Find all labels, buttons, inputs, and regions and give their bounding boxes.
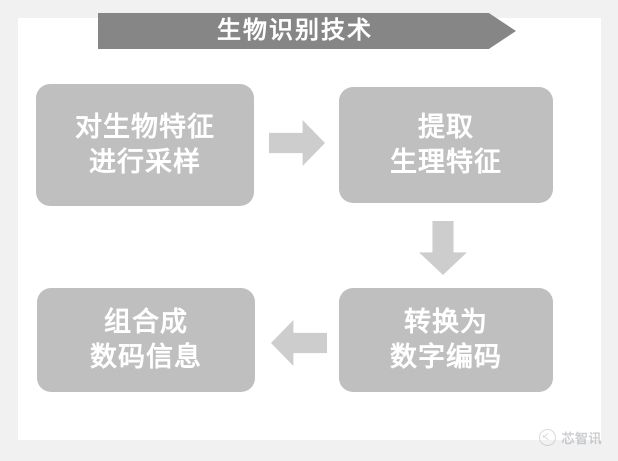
process-box-extract[interactable]: 提取 生理特征 [339, 87, 553, 203]
watermark-text: 芯智讯 [561, 431, 602, 446]
process-box-convert[interactable]: 转换为 数字编码 [339, 288, 553, 392]
process-box-convert-line1: 转换为 [404, 307, 488, 338]
process-box-sample-line2: 进行采样 [89, 147, 201, 177]
diagram-title-banner: 生物识别技术 [98, 13, 516, 49]
diagram-title-text: 生物识别技术 [217, 17, 373, 44]
process-box-convert-line2: 数字编码 [390, 342, 502, 372]
process-box-sample-line1: 对生物特征 [75, 112, 215, 143]
process-box-extract-line1: 提取 [418, 112, 474, 143]
logo-circle-icon [539, 429, 557, 446]
process-box-extract-line2: 生理特征 [390, 147, 502, 177]
process-box-assemble-line1: 组合成 [104, 307, 188, 338]
process-box-assemble-line2: 数码信息 [90, 342, 202, 372]
process-box-sample[interactable]: 对生物特征 进行采样 [36, 84, 254, 206]
process-box-assemble[interactable]: 组合成 数码信息 [37, 288, 255, 392]
watermark: 芯智讯 [539, 428, 602, 447]
